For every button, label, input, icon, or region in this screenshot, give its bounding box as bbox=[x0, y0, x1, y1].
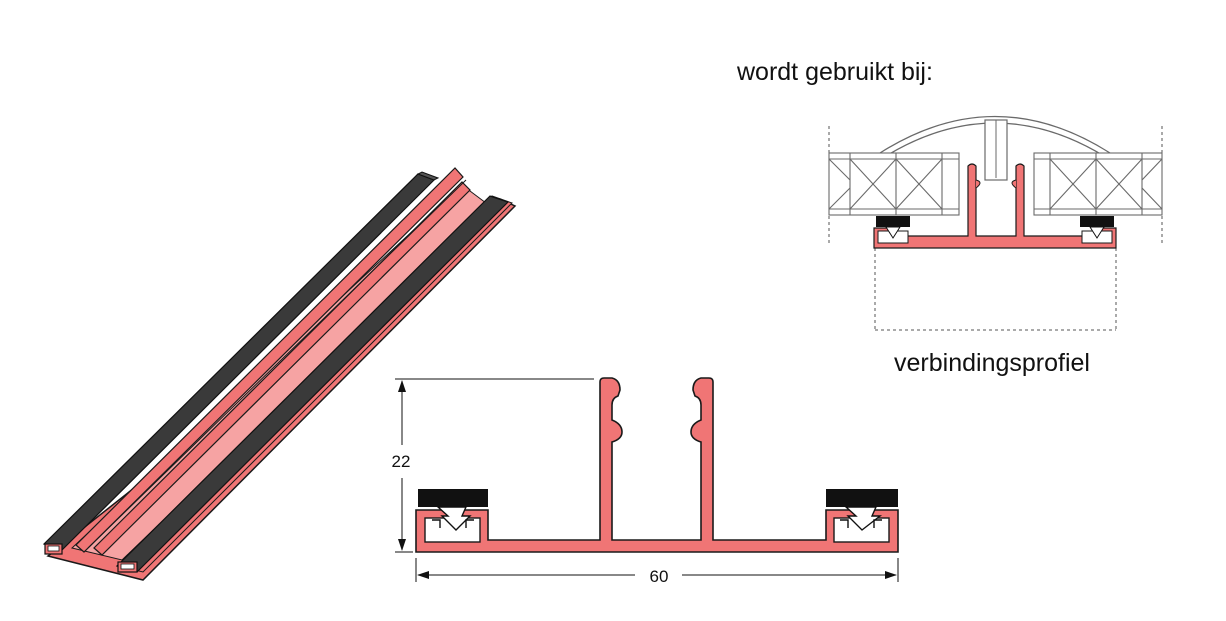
usage-illustration bbox=[828, 115, 1163, 331]
panel-left bbox=[828, 152, 960, 216]
gasket-left bbox=[418, 489, 488, 531]
usage-gasket-right bbox=[1080, 216, 1114, 227]
profile-3d-fin-right bbox=[93, 181, 471, 556]
usage-caption: verbindingsprofiel bbox=[894, 349, 1090, 377]
height-dimension bbox=[395, 378, 594, 553]
gasket-right bbox=[826, 489, 898, 531]
usage-heading: wordt gebruikt bij: bbox=[736, 58, 933, 86]
profile-cross-section: 22 60 bbox=[392, 377, 899, 586]
width-dimension bbox=[415, 558, 899, 582]
profile-3d-gasket-left bbox=[42, 173, 436, 551]
width-label: 60 bbox=[650, 567, 669, 586]
usage-gasket-left bbox=[876, 216, 910, 227]
height-label: 22 bbox=[392, 452, 411, 471]
profile-3d-view bbox=[42, 167, 517, 581]
profile-3d-fin-left bbox=[75, 167, 464, 553]
panel-right bbox=[1033, 152, 1163, 216]
profile-section-shape bbox=[415, 377, 899, 553]
